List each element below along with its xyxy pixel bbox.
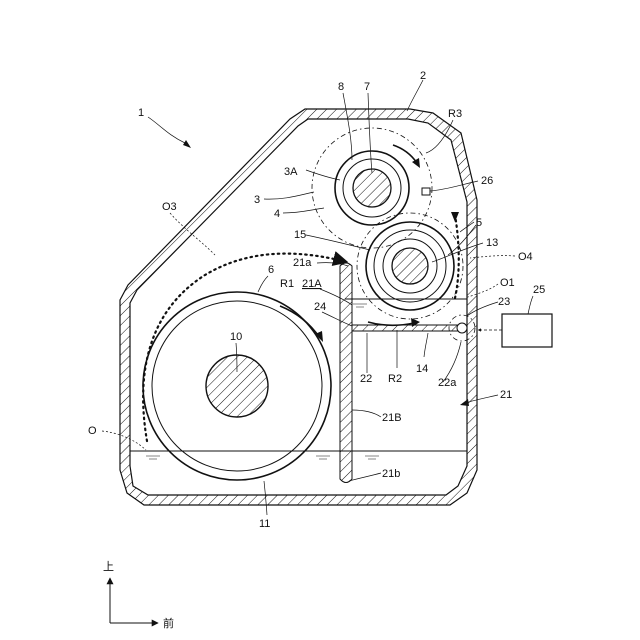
label-4: 4: [274, 208, 280, 220]
shaft-13: [392, 248, 428, 284]
housing-wall: [120, 109, 477, 505]
label-O4: O4: [518, 251, 533, 263]
label-23: 23: [498, 296, 510, 308]
label-8: 8: [338, 81, 344, 93]
label-22a: 22a: [438, 377, 457, 389]
gear-5: [357, 213, 463, 319]
label-21b: 21b: [382, 468, 400, 480]
control-unit-25: [478, 314, 552, 347]
label-15: 15: [294, 229, 306, 241]
label-R3: R3: [448, 108, 462, 120]
label-front: 前: [163, 616, 174, 630]
label-24: 24: [314, 301, 326, 313]
label-R2: R2: [388, 373, 402, 385]
label-21A: 21A: [302, 278, 322, 290]
partition-wall-21B: [340, 263, 352, 483]
label-O1: O1: [500, 277, 515, 289]
label-3: 3: [254, 194, 260, 206]
label-O: O: [88, 425, 97, 437]
label-7: 7: [364, 81, 370, 93]
label-6: 6: [268, 264, 274, 276]
label-21: 21: [500, 389, 512, 401]
label-25: 25: [533, 284, 545, 296]
label-14: 14: [416, 363, 428, 375]
label-up: 上: [103, 560, 114, 573]
label-10: 10: [230, 331, 242, 343]
pivot-22a: [457, 323, 467, 333]
label-21a: 21a: [293, 257, 312, 269]
label-21B: 21B: [382, 412, 402, 424]
label-O3: O3: [162, 201, 177, 213]
label-5: 5: [476, 217, 482, 229]
label-2: 2: [420, 70, 426, 82]
label-3A: 3A: [284, 166, 298, 178]
label-26: 26: [481, 175, 493, 187]
label-22: 22: [360, 373, 372, 385]
housing: [120, 109, 477, 505]
sensor-26: [422, 188, 430, 195]
label-R1: R1: [280, 278, 294, 290]
direction-indicator: 上 前: [103, 560, 174, 630]
label-1: 1: [138, 107, 144, 119]
shaft-7: [353, 169, 391, 207]
label-11: 11: [259, 518, 270, 530]
label-13: 13: [486, 237, 498, 249]
